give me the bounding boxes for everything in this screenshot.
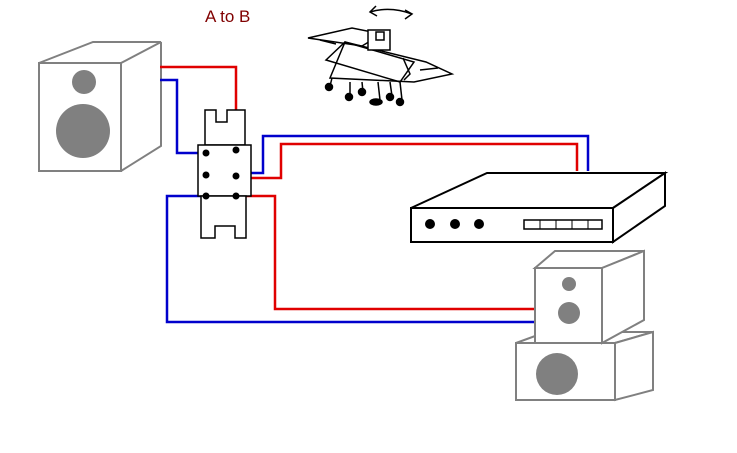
switch-terminal [232,172,240,180]
wire-amplifier-positive [236,142,579,180]
switch-top-lever [204,109,246,146]
speaker-b-top-tweeter [562,277,576,291]
speaker-b-stack [515,249,654,402]
wire-amplifier-negative [206,134,590,175]
slide-switch-icon [307,27,455,107]
speaker-a-woofer [56,104,110,158]
amplifier-knob [425,219,435,229]
speaker-b-bottom-side [614,330,654,402]
diagram-title: A to B [205,7,250,26]
wire-speaker-b-negative [165,194,534,324]
speaker-a [38,41,162,172]
double-arrow-icon [368,5,414,20]
amplifier [410,171,669,244]
speaker-a-side [120,42,162,172]
wire-speaker-a-negative [160,78,206,155]
switch-body [197,144,252,197]
switch-terminal [232,146,240,154]
speaker-icon [515,249,654,402]
amplifier-display [523,219,603,230]
wire-speaker-b-positive [236,194,534,311]
switch-terminal [202,171,210,179]
switch-bottom-lever [200,195,247,239]
speaker-b-top-side [601,249,645,345]
switch-terminal [202,192,210,200]
dpdt-switch-icon [197,109,252,239]
switch-terminal [232,192,240,200]
speaker-b-top-woofer [558,302,580,324]
speaker-icon [38,41,162,172]
speaker-a-tweeter [72,70,96,94]
amplifier-icon [410,171,669,244]
wires [160,65,590,324]
amplifier-side [612,171,666,244]
speaker-b-bottom-woofer [536,353,578,395]
speaker-a-top [38,41,162,64]
amplifier-knob [450,219,460,229]
amplifier-knob [474,219,484,229]
switch-terminal [202,149,210,157]
slide-switch-sketch [307,5,455,107]
